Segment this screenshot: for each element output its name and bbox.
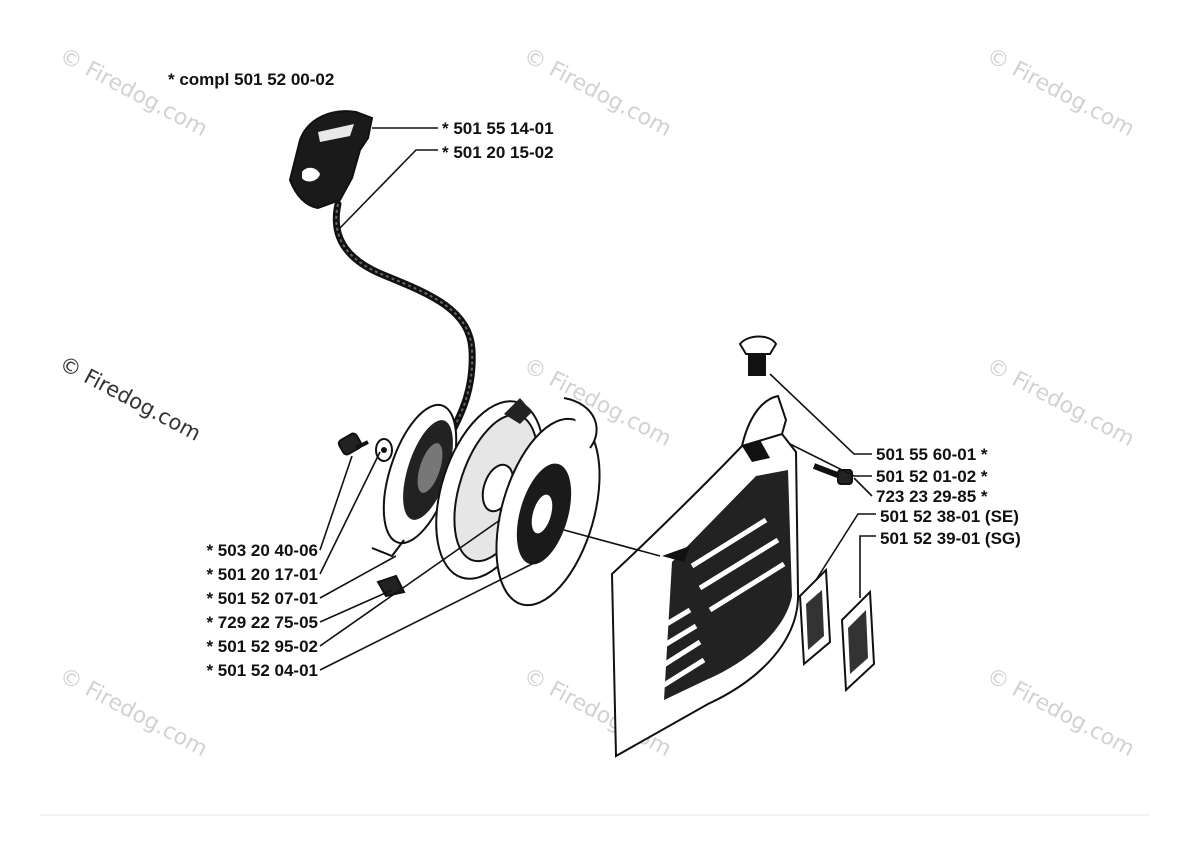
watermark: © Firedog.com (55, 43, 211, 142)
part-label-right-2: 501 52 01-02 * (876, 467, 988, 486)
starter-handle (288, 110, 374, 210)
housing-screw (812, 463, 853, 485)
plug (738, 335, 778, 376)
watermark-dark: © Firedog.com (56, 351, 205, 446)
part-label-left-2: * 501 20 17-01 (206, 565, 318, 584)
part-label-left-6: * 501 52 04-01 (206, 661, 318, 680)
part-label-left-5: * 501 52 95-02 (206, 637, 318, 656)
part-label-top-2: * 501 20 15-02 (442, 143, 554, 162)
bolt (376, 574, 406, 598)
watermark: © Firedog.com (982, 43, 1138, 142)
part-label-left-1: * 503 20 40-06 (206, 541, 318, 560)
part-label-right-1: 501 55 60-01 * (876, 445, 988, 464)
part-label-left-4: * 729 22 75-05 (206, 613, 318, 632)
part-label-right-5: 501 52 39-01 (SG) (880, 529, 1021, 548)
screw (337, 432, 369, 456)
watermark: © Firedog.com (982, 663, 1138, 762)
leader-lines (319, 127, 876, 671)
fan-housing (610, 394, 800, 758)
watermark: © Firedog.com (55, 663, 211, 762)
pawl-plate (495, 397, 601, 607)
part-label-right-3: 723 23 29-85 * (876, 487, 988, 506)
part-label-left-3: * 501 52 07-01 (206, 589, 318, 608)
assembly-label: * compl 501 52 00-02 (168, 70, 334, 89)
watermark: © Firedog.com (982, 353, 1138, 452)
starter-rope (332, 200, 476, 436)
part-label-right-4: 501 52 38-01 (SE) (880, 507, 1019, 526)
part-label-top-1: * 501 55 14-01 (442, 119, 554, 138)
decal-sg (840, 589, 876, 693)
decal-se (798, 567, 832, 667)
